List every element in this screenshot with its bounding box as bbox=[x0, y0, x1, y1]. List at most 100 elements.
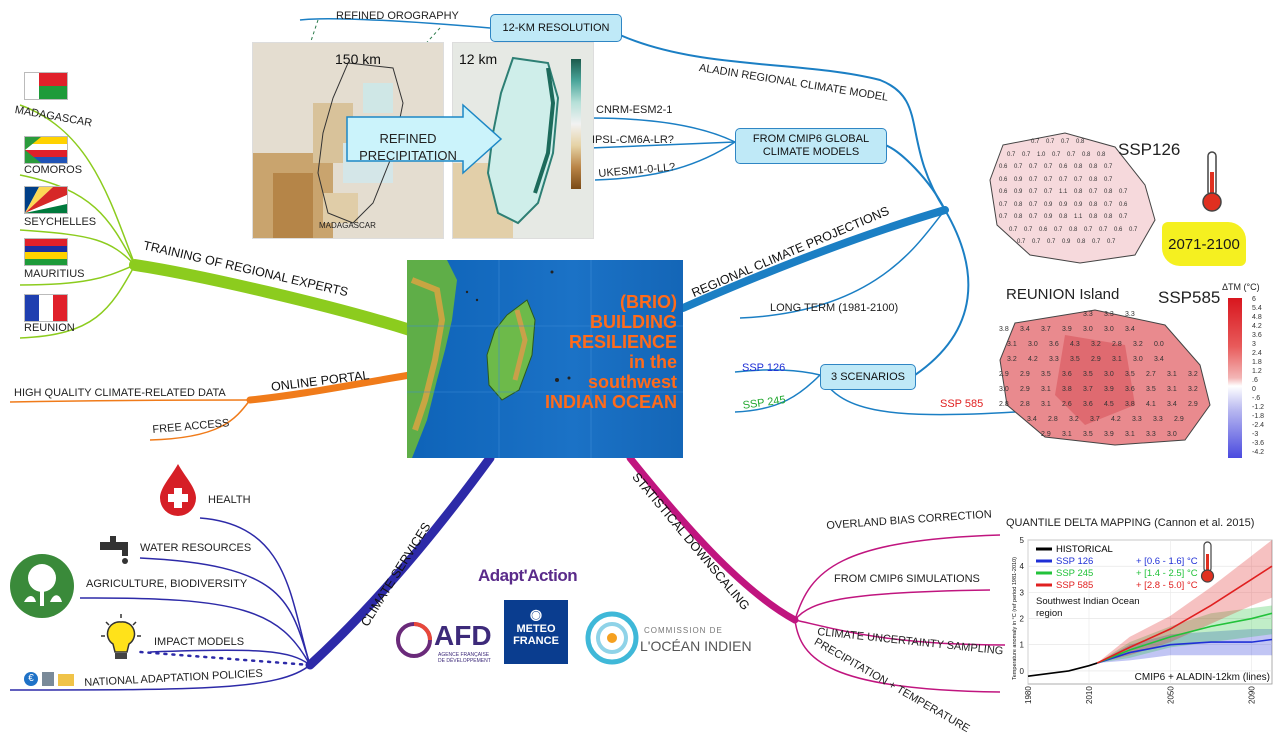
center-title-line4: in the bbox=[629, 352, 677, 372]
scale-tick-label: -3.6 bbox=[1252, 440, 1265, 447]
country-comoros: COMOROS bbox=[24, 164, 83, 176]
ssp126-cell-value: 0.7 bbox=[1029, 176, 1038, 183]
center-title: (BRIO) BUILDING RESILIENCE in the southw… bbox=[545, 292, 677, 412]
long-term-label: LONG TERM (1981-2100) bbox=[770, 302, 899, 314]
meteo-france-logo: ◉ METEO FRANCE bbox=[504, 600, 568, 664]
chart-thermometer-fill bbox=[1206, 554, 1209, 574]
qdm-label: QUANTILE DELTA MAPPING (Cannon et al. 20… bbox=[1006, 517, 1255, 529]
refined-precip-line1: REFINED bbox=[379, 131, 437, 146]
chart-y-tick-label: 5 bbox=[1020, 536, 1025, 545]
period-badge: 2071-2100 bbox=[1162, 222, 1246, 266]
ssp126-cell-value: 0.7 bbox=[1067, 151, 1076, 158]
ssp585-cell-value: 3.6 bbox=[1083, 401, 1093, 408]
cmip-box-line2: CLIMATE MODELS bbox=[762, 146, 860, 158]
ssp126-cell-value: 0.8 bbox=[1089, 176, 1098, 183]
ssp126-cell-value: 0.7 bbox=[1007, 151, 1016, 158]
scale-tick-label: -.6 bbox=[1252, 395, 1261, 402]
ssp126-cell-value: 1.1 bbox=[1074, 214, 1083, 220]
chart-legend-range: + [2.8 - 5.0] °C bbox=[1136, 580, 1198, 591]
ssp585-cell-value: 3.1 bbox=[1041, 401, 1051, 408]
ssp126-cell-value: 0.7 bbox=[1119, 214, 1128, 220]
ssp585-cell-value: 3.1 bbox=[1062, 431, 1072, 438]
ssp126-label: SSP 126 bbox=[742, 362, 786, 374]
ssp585-cell-value: 3.3 bbox=[1132, 416, 1142, 423]
chart-y-axis-label: Temperature anomaly in °C (ref period 19… bbox=[1012, 557, 1018, 680]
ssp585-cell-value: 3.9 bbox=[1062, 326, 1072, 333]
tree-icon bbox=[24, 564, 62, 606]
afd-logo-icon bbox=[396, 622, 432, 658]
afd-logo-text: AFD bbox=[434, 620, 492, 651]
ssp585-cell-value: 3.5 bbox=[1083, 431, 1093, 438]
coi-logo-line2: L'OCÉAN INDIEN bbox=[640, 638, 752, 654]
resolution-box[interactable]: 12-KM RESOLUTION bbox=[490, 14, 622, 42]
refined-precip-label: REFINED PRECIPITATION bbox=[350, 130, 466, 164]
ssp585-cell-value: 3.4 bbox=[1154, 356, 1164, 363]
chart-band-ssp-585 bbox=[1097, 540, 1272, 664]
ssp585-cell-value: 3.2 bbox=[1069, 416, 1079, 423]
scale-tick-label: 5.4 bbox=[1252, 305, 1262, 312]
cmip-box[interactable]: FROM CMIP6 GLOBAL CLIMATE MODELS bbox=[735, 128, 887, 164]
service-health: HEALTH bbox=[208, 494, 251, 506]
services-connectors bbox=[9, 453, 495, 691]
ssp585-cell-value: 2.6 bbox=[1062, 401, 1072, 408]
precip-map-12km: 12 km bbox=[452, 42, 594, 239]
chart-legend-name: SSP 245 bbox=[1056, 568, 1093, 579]
ssp126-cell-value: 0.6 bbox=[999, 176, 1008, 183]
ssp585-cell-value: 3.0 bbox=[1104, 326, 1114, 333]
scale-tick-label: -2.4 bbox=[1252, 422, 1265, 429]
chart-x-tick-label: 1980 bbox=[1024, 686, 1033, 704]
ssp585-cell-value: 3.5 bbox=[1146, 386, 1156, 393]
scale-bar bbox=[1228, 298, 1242, 458]
scale-tick-label: 0 bbox=[1252, 386, 1256, 393]
ssp126-cell-value: 0.7 bbox=[1104, 164, 1113, 170]
ssp585-cell-value: 3.8 bbox=[999, 326, 1009, 333]
refined-precip-line2: PRECIPITATION bbox=[359, 148, 457, 163]
meteo-france-line1: METEO bbox=[516, 623, 556, 635]
scenarios-box-label: 3 SCENARIOS bbox=[831, 371, 905, 383]
ssp126-cell-value: 0.7 bbox=[1031, 139, 1040, 145]
flag-reunion bbox=[24, 294, 68, 322]
scale-tick-label: 1.8 bbox=[1252, 359, 1262, 366]
ssp126-title: SSP126 bbox=[1118, 140, 1181, 159]
chart-legend-name: SSP 126 bbox=[1056, 556, 1093, 567]
ssp126-cell-value: 0.7 bbox=[1022, 151, 1031, 158]
refined-precip-arrow bbox=[346, 103, 503, 175]
chart-plot-area bbox=[1027, 539, 1273, 685]
ssp126-cell-value: 1.0 bbox=[1037, 151, 1046, 158]
afd-logo-sub1: AGENCE FRANÇAISE bbox=[438, 652, 490, 658]
calculator-icon bbox=[42, 672, 54, 686]
ssp126-cell-value: 0.8 bbox=[1014, 201, 1023, 208]
ssp126-cell-value: 0.8 bbox=[1069, 226, 1078, 233]
km150-label: 150 km bbox=[335, 51, 381, 67]
ssp585-cell-value: 0.0 bbox=[1154, 341, 1164, 348]
ssp585-cell-value: 3.2 bbox=[1007, 356, 1017, 363]
ssp126-cell-value: 0.8 bbox=[1074, 189, 1083, 195]
ssp585-cell-value: 3.0 bbox=[1083, 326, 1093, 333]
ssp585-cell-value: 3.0 bbox=[1028, 341, 1038, 348]
chart-line-ssp-245 bbox=[1096, 612, 1273, 664]
ssp585-cell-value: 3.7 bbox=[1041, 326, 1051, 333]
scenarios-box[interactable]: 3 SCENARIOS bbox=[820, 364, 916, 390]
afd-logo-sub2: DE DÉVELOPPEMENT bbox=[438, 658, 491, 664]
resolution-box-label: 12-KM RESOLUTION bbox=[502, 22, 610, 34]
flag-madagascar bbox=[24, 72, 68, 100]
scale-tick-label: 2.4 bbox=[1252, 350, 1262, 357]
ssp126-cell-value: 0.6 bbox=[1039, 226, 1048, 233]
ssp126-cell-value: 0.7 bbox=[1084, 226, 1093, 233]
cmip-model-2: IPSL-CM6A-LR? bbox=[592, 134, 674, 146]
ssp126-cell-value: 0.8 bbox=[1082, 151, 1091, 158]
ssp126-cell-value: 0.8 bbox=[1089, 201, 1098, 208]
ssp126-cell-value: 0.9 bbox=[1059, 201, 1068, 208]
chart-y-tick-label: 1 bbox=[1020, 641, 1025, 650]
center-title-line1: (BRIO) bbox=[620, 292, 677, 312]
period-label: 2071-2100 bbox=[1168, 235, 1240, 253]
ssp126-cell-value: 0.7 bbox=[1119, 189, 1128, 195]
ssp585-cell-value: 3.1 bbox=[1007, 341, 1017, 348]
chart-y-tick-label: 0 bbox=[1020, 667, 1025, 676]
ssp126-cell-value: 0.7 bbox=[1044, 189, 1053, 195]
ssp126-cell-value: 0.8 bbox=[1104, 189, 1113, 195]
chart-thermometer-bulb bbox=[1200, 569, 1215, 583]
ssp126-cell-value: 0.6 bbox=[1114, 226, 1123, 233]
ssp126-cell-value: 0.8 bbox=[1014, 214, 1023, 220]
